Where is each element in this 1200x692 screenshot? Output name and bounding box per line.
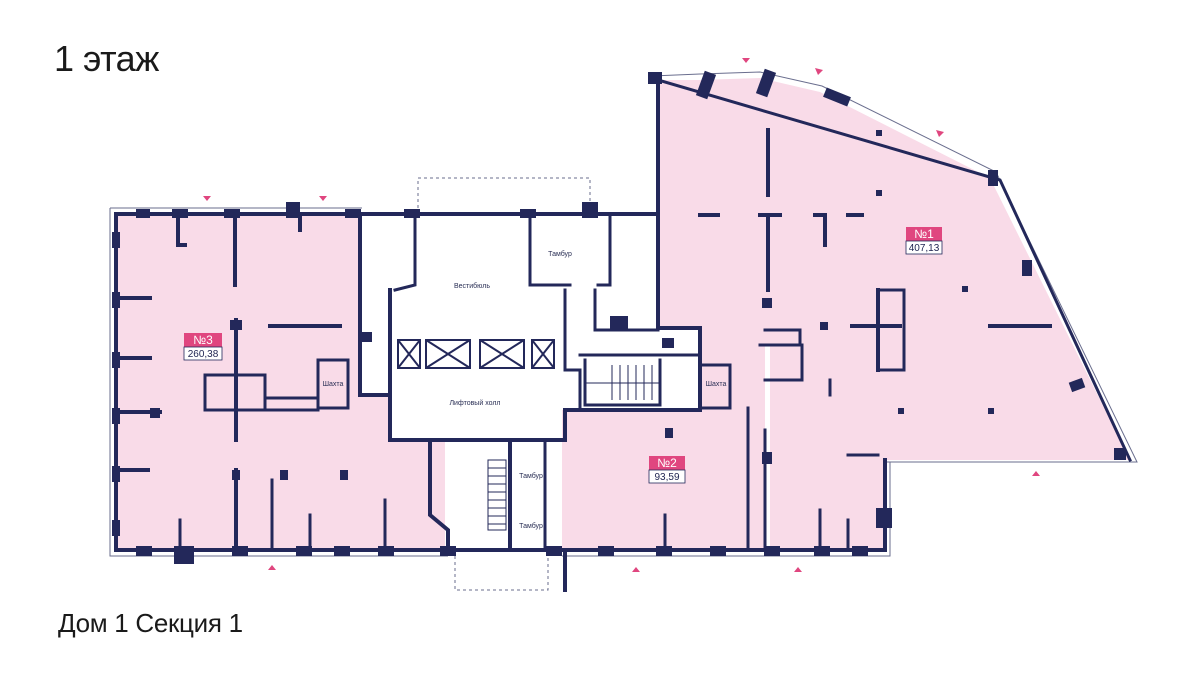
unit-1-number: №1 bbox=[914, 227, 934, 241]
room-tambour-mid: Тамбур bbox=[519, 472, 543, 480]
unit-2-badge: №2 93,59 bbox=[648, 456, 686, 484]
room-shaft-left: Шахта bbox=[323, 381, 344, 388]
room-tambour-top: Тамбур bbox=[548, 250, 572, 258]
elevator-shafts bbox=[397, 339, 555, 369]
floor-title: 1 этаж bbox=[54, 38, 159, 79]
room-vestibule: Вестибюль bbox=[454, 282, 490, 290]
stairs bbox=[487, 365, 660, 531]
unit-2-area-value: 93,59 bbox=[654, 472, 679, 483]
unit-2-number: №2 bbox=[657, 456, 677, 470]
unit-1-badge: №1 407,13 bbox=[905, 227, 943, 255]
dashed-outlines bbox=[417, 177, 591, 591]
room-elevator-hall: Лифтовый холл bbox=[449, 399, 500, 407]
room-tambour-low: Тамбур bbox=[519, 522, 543, 530]
room-shaft-right: Шахта bbox=[706, 381, 727, 388]
unit-2-area[interactable] bbox=[562, 345, 765, 550]
unit-3-badge: №3 260,38 bbox=[183, 333, 223, 361]
pillars bbox=[112, 68, 1126, 564]
unit-3-area[interactable] bbox=[116, 214, 445, 550]
unit-1-area[interactable] bbox=[658, 78, 1130, 550]
unit-3-number: №3 bbox=[193, 333, 213, 347]
unit-3-area-value: 260,38 bbox=[188, 349, 219, 360]
unit-1-area-value: 407,13 bbox=[909, 243, 940, 254]
entrance-markers bbox=[203, 58, 1040, 572]
building-section-caption: Дом 1 Секция 1 bbox=[58, 608, 243, 638]
